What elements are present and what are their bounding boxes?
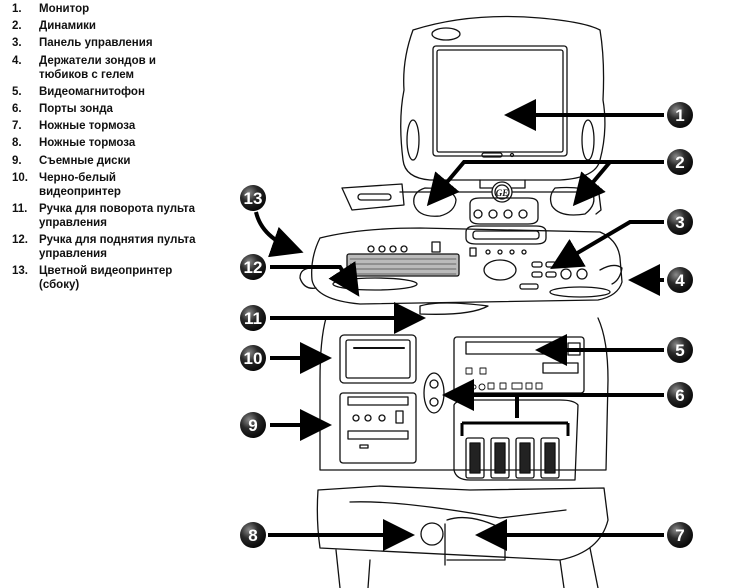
leader-lines xyxy=(254,99,664,551)
svg-text:5: 5 xyxy=(675,341,684,360)
svg-text:2: 2 xyxy=(675,153,684,172)
svg-text:6: 6 xyxy=(675,386,684,405)
callout-2: 2 xyxy=(667,149,693,175)
ge-logo: GE xyxy=(496,188,509,198)
callout-12: 12 xyxy=(240,254,266,280)
callout-7: 7 xyxy=(667,522,693,548)
svg-text:7: 7 xyxy=(675,526,684,545)
legend-item: 6.Порты зонда xyxy=(12,102,113,115)
callout-10: 10 xyxy=(240,345,266,371)
callout-1: 1 xyxy=(667,102,693,128)
svg-text:11: 11 xyxy=(244,309,262,328)
legend-item: 2.Динамики xyxy=(12,20,97,33)
legend-item: 1.Монитор xyxy=(12,3,90,15)
svg-text:10: 10 xyxy=(244,349,263,368)
callout-5: 5 xyxy=(667,337,693,363)
svg-text:13: 13 xyxy=(244,189,263,208)
legend-item: 3.Панель управления xyxy=(12,37,153,50)
callout-13: 13 xyxy=(240,185,266,211)
control-panel xyxy=(299,227,623,305)
legend-item: 9.Съемные диски xyxy=(12,154,131,167)
svg-text:9: 9 xyxy=(248,416,257,435)
callout-8: 8 xyxy=(240,522,266,548)
cart-body xyxy=(316,317,609,588)
callout-6: 6 xyxy=(667,382,693,408)
legend-item: 11.Ручка для поворота пульта управления xyxy=(12,202,196,229)
svg-text:3: 3 xyxy=(675,213,684,232)
legend-item: 4.Держатели зондов и тюбиков с гелем xyxy=(12,54,156,81)
callout-4: 4 xyxy=(667,267,693,293)
monitor xyxy=(400,15,606,181)
probe-ports xyxy=(465,437,560,479)
legend-item: 7.Ножные тормоза xyxy=(12,120,136,133)
callout-9: 9 xyxy=(240,412,266,438)
callout-11: 11 xyxy=(240,305,266,331)
svg-text:1: 1 xyxy=(675,106,684,125)
legend-item: 12.Ручка для поднятия пульта управления xyxy=(12,234,196,261)
component-legend: 1.Монитор 2.Динамики 3.Панель управления… xyxy=(12,2,237,295)
callout-3: 3 xyxy=(667,209,693,235)
speaker-right xyxy=(549,185,602,216)
svg-text:4: 4 xyxy=(675,271,685,290)
legend-item: 8.Ножные тормоза xyxy=(12,137,136,150)
legend-item: 10.Черно-белый видеопринтер xyxy=(12,171,121,198)
svg-text:12: 12 xyxy=(244,258,263,277)
legend-item: 5.Видеомагнитофон xyxy=(12,85,145,98)
svg-text:8: 8 xyxy=(248,526,257,545)
legend-item: 13.Цветной видеопринтер (сбоку) xyxy=(12,265,173,292)
